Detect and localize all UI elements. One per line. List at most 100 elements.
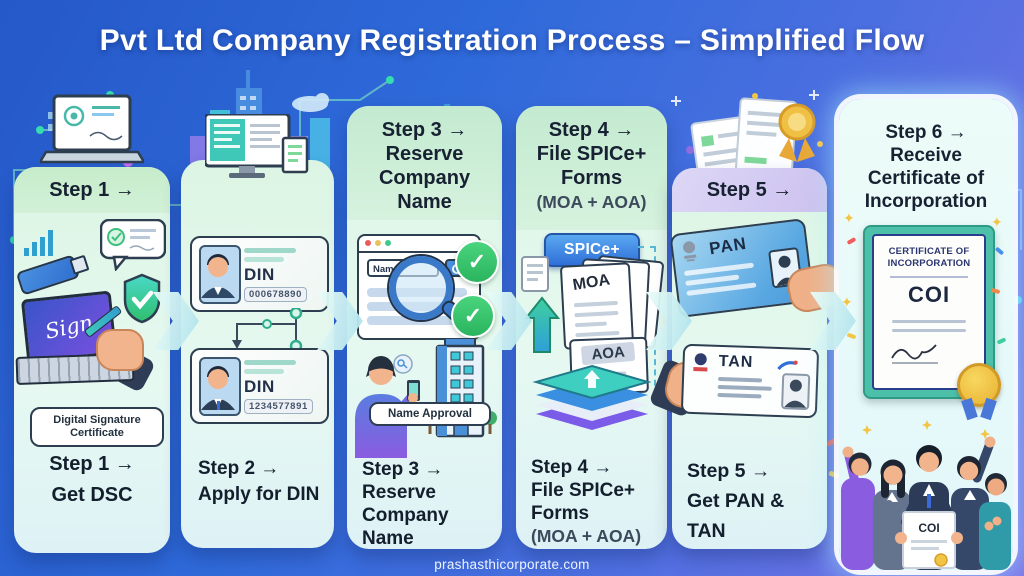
income-tax-logo — [777, 360, 798, 370]
sparkle-star: ✦ — [991, 214, 1003, 230]
card-line — [244, 248, 296, 253]
window-dot-red — [365, 240, 371, 246]
step6-header-line3: Certificate of — [867, 168, 985, 189]
signature-squiggle — [891, 344, 938, 364]
step5-caption: Step 5 → Get PAN & TAN — [687, 456, 827, 546]
step2-caption-line1: Step 2 → — [198, 458, 280, 479]
card-line — [244, 257, 284, 262]
step4-header-line3: Forms — [560, 167, 623, 189]
dsc-label-bubble: Digital Signature Certificate — [30, 407, 164, 447]
hand-shape — [96, 329, 144, 371]
step5-caption-line2: Get PAN & TAN — [687, 490, 785, 542]
step4-caption-line2: File SPICe+ — [531, 480, 636, 501]
card-line — [683, 262, 755, 277]
gold-seal — [957, 363, 1001, 421]
step1-panel: Step 1 → Sign — [14, 94, 170, 553]
card-line — [717, 376, 763, 383]
confetti — [846, 237, 857, 245]
id-photo — [199, 357, 241, 416]
confetti — [994, 246, 1005, 256]
din-card-1: DIN 000678890 — [190, 236, 329, 312]
step1-header: Step 1 → — [14, 167, 170, 213]
card-line — [717, 392, 762, 399]
din-card1-title: DIN — [244, 265, 275, 284]
step3-caption-line4: Name — [362, 528, 414, 549]
forms-layer-stack — [532, 364, 652, 430]
certificate-inner: CERTIFICATE OF INCORPORATION COI — [872, 234, 986, 390]
celebrating-team-illustration: COI — [841, 420, 1011, 570]
emblem-icon — [693, 353, 708, 372]
dashed-connector — [638, 246, 656, 248]
magnifier-icon — [389, 256, 469, 327]
step3-header-line4: Name — [397, 191, 452, 213]
step6-header-line4: Incorporation — [864, 191, 988, 212]
step4-caption-line4: (MOA + AOA) — [531, 526, 642, 546]
bar-chart-icon — [24, 230, 53, 256]
browser-titlebar — [359, 236, 479, 253]
din-card2-number: 1234577891 — [244, 399, 313, 414]
doc-line — [574, 321, 608, 328]
window-dot-green — [385, 240, 391, 246]
step3-caption-line1: Step 3 → — [362, 459, 444, 480]
pan-label: PAN — [707, 233, 749, 259]
step3-caption-line3: Company — [362, 505, 449, 526]
avatar — [201, 254, 235, 298]
din-card2-title: DIN — [244, 377, 275, 396]
card-line — [685, 274, 740, 286]
coi-code: COI — [907, 282, 951, 307]
emblem-icon — [683, 241, 697, 262]
name-approval-bubble: Name Approval — [369, 402, 491, 426]
silhouette — [784, 379, 807, 408]
card-line — [244, 360, 296, 365]
step4-header-line2: File SPICe+ — [536, 143, 647, 165]
step3-panel: Step 3 → Reserve Company Name Name ✓ ✓ — [347, 106, 502, 549]
monitor-documents-icon — [205, 114, 309, 178]
coi-certificate: CERTIFICATE OF INCORPORATION COI — [863, 225, 1001, 421]
green-up-arrow — [524, 296, 560, 353]
small-document-icon — [521, 256, 549, 292]
step3-header-line1: Step 3 → — [381, 119, 468, 141]
step4-caption: Step 4 → File SPICe+ Forms (MOA + AOA) — [531, 456, 641, 548]
certificate-title: CERTIFICATE OF INCORPORATION — [874, 246, 984, 270]
tan-label: TAN — [718, 352, 754, 372]
step1-caption: Step 1 → Get DSC — [14, 449, 170, 511]
certificate-line — [892, 320, 966, 323]
window-dot-yellow — [375, 240, 381, 246]
doc-line — [573, 300, 618, 308]
connector-lines — [232, 308, 303, 350]
doc-line — [574, 310, 619, 318]
usb-drive-icon — [15, 254, 90, 296]
confetti — [996, 337, 1007, 345]
din-card-2: DIN 1234577891 — [190, 348, 329, 424]
website-footer: prashasthicorporate.com — [434, 557, 590, 572]
signing-laptop-illustration: Sign — [15, 290, 156, 393]
step3-caption: Step 3 → Reserve Company Name — [362, 458, 449, 550]
step2-caption-line2: Apply for DIN — [198, 484, 320, 505]
page-title: Pvt Ltd Company Registration Process – S… — [99, 24, 925, 57]
check-icon: ✓ — [455, 240, 499, 284]
certificate-title-line1: CERTIFICATE OF — [888, 246, 970, 257]
tan-card: TAN — [680, 343, 820, 419]
doc-line — [575, 330, 620, 338]
step4-header: Step 4 → File SPICe+ Forms (MOA + AOA) — [516, 106, 667, 230]
step2-panel: DIN 000678890 DIN 1 — [181, 114, 334, 548]
sparkle-star: ✦ — [841, 294, 853, 310]
certificate-line — [892, 329, 966, 332]
step1-caption-line2: Get DSC — [51, 484, 133, 506]
step1-caption-line1: Step 1 → — [49, 453, 135, 475]
confetti — [846, 332, 857, 340]
step5-panel: Step 5 → PAN TAN — [648, 168, 848, 549]
id-photo — [199, 245, 241, 304]
step6-header-line2: Receive — [890, 145, 962, 166]
moa-label: MOA — [571, 271, 612, 295]
step6-header: Step 6 → Receive Certificate of Incorpor… — [839, 99, 1013, 213]
din-card1-number: 000678890 — [244, 287, 307, 302]
step4-caption-line1: Step 4 → — [531, 457, 613, 478]
company-building — [423, 338, 497, 438]
laptop-certificate-icon — [40, 94, 144, 164]
step4-panel: Step 4 → File SPICe+ Forms (MOA + AOA) S… — [516, 106, 667, 549]
people-certificate-label: COI — [918, 521, 939, 535]
step3-header: Step 3 → Reserve Company Name — [347, 106, 502, 220]
step2-caption: Step 2 → Apply for DIN — [198, 456, 319, 508]
